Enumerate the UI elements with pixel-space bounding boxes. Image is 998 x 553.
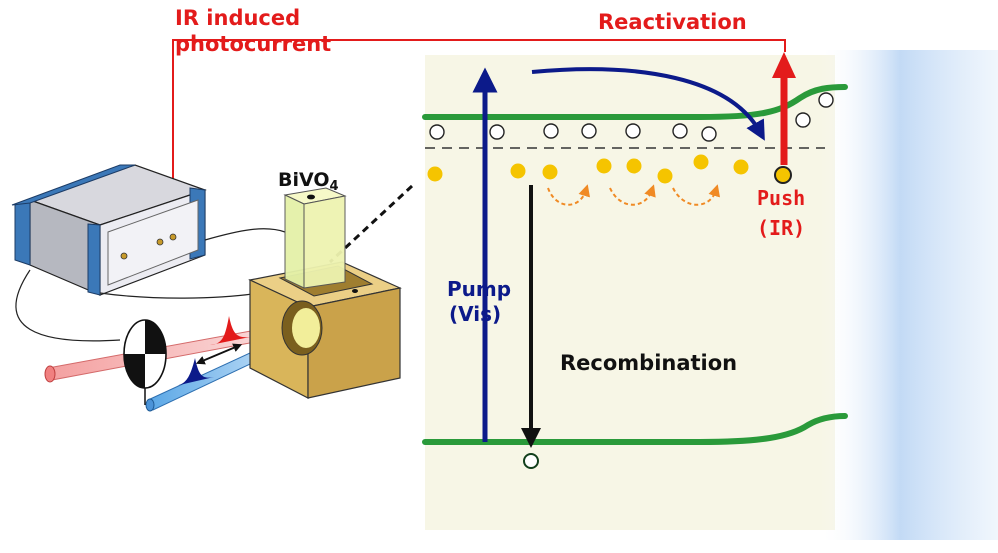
push-arrow	[772, 52, 796, 78]
recombination-label: Recombination	[560, 351, 737, 375]
empty-state	[701, 126, 717, 142]
cable	[204, 228, 286, 241]
hole	[523, 453, 539, 469]
electron	[626, 158, 642, 174]
empty-state	[672, 123, 688, 139]
zoom-indicator-line	[328, 184, 414, 264]
empty-state	[543, 123, 559, 139]
electron	[510, 163, 526, 179]
hop-arrow	[609, 184, 656, 206]
conduction-band	[422, 84, 848, 120]
electron	[542, 164, 558, 180]
empty-state	[489, 124, 505, 140]
bivo4-label: BiVO4	[278, 169, 339, 194]
empty-state	[429, 124, 445, 140]
photocurrent-label: photocurrent	[175, 32, 331, 56]
delay-arrow	[195, 343, 243, 365]
potentiostat-icon	[11, 164, 207, 296]
trapped-electrons	[427, 154, 749, 184]
vis-pulse	[175, 358, 214, 386]
push-label: Push	[757, 186, 805, 210]
reactivation-label: Reactivation	[598, 10, 747, 34]
electrode-region	[820, 50, 998, 540]
pushed-electron	[774, 166, 792, 184]
bivo4-subscript: 4	[330, 179, 339, 194]
empty-state	[625, 123, 641, 139]
ir-pulse	[210, 316, 250, 345]
cable	[15, 269, 121, 342]
electron	[657, 168, 673, 184]
band-diagram	[422, 50, 998, 540]
pump-label: Pump	[447, 277, 511, 301]
hop-arrow	[672, 184, 721, 206]
empty-trap-states	[429, 92, 834, 142]
electron	[427, 166, 443, 182]
ir-induced-label: IR induced	[175, 6, 300, 30]
cuvette	[283, 187, 358, 293]
bivo4-base: BiVO	[278, 169, 330, 191]
electron	[733, 159, 749, 175]
empty-state	[795, 112, 811, 128]
chopper-wheel-icon	[123, 319, 167, 405]
valence-band	[422, 413, 848, 445]
photocurrent-wire	[172, 39, 786, 233]
vis-label: (Vis)	[449, 302, 501, 326]
relaxation-arrow	[531, 67, 765, 141]
empty-state	[581, 123, 597, 139]
empty-state	[818, 92, 834, 108]
electron	[596, 158, 612, 174]
ir-label: (IR)	[757, 216, 805, 240]
electron	[693, 154, 709, 170]
cable	[99, 291, 266, 299]
hopping-arrows	[547, 184, 721, 206]
